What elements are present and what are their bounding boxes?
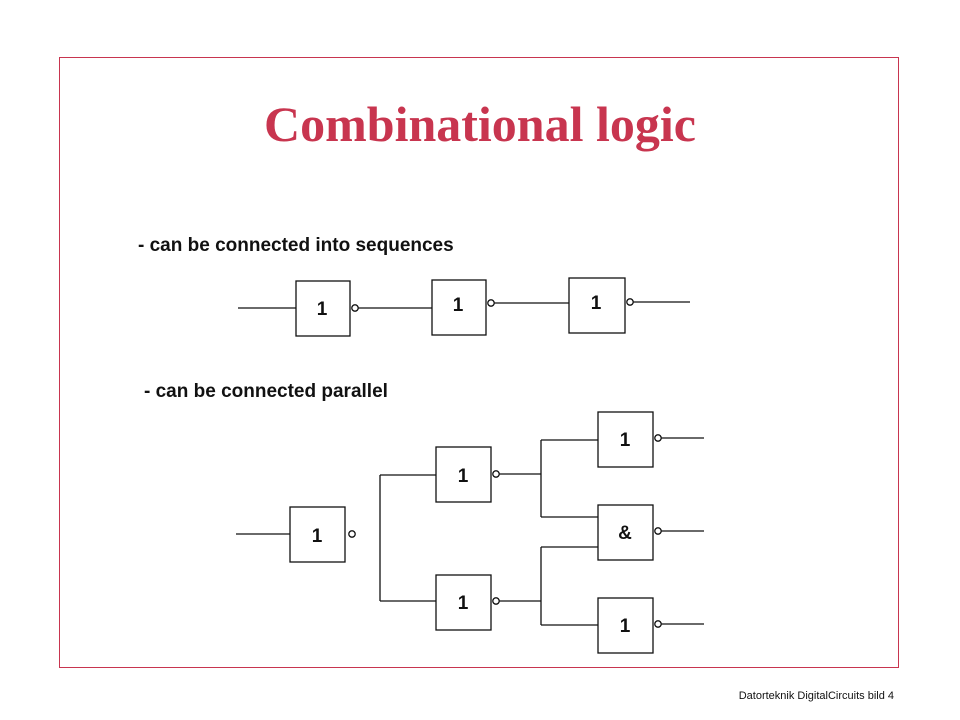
- gate-box: [597, 504, 654, 561]
- slide-footer: Datorteknik DigitalCircuits bild 4: [738, 690, 894, 702]
- gate-box: [435, 574, 492, 631]
- gate-symbol: 1: [591, 293, 602, 314]
- inverter-bubble: [348, 530, 356, 538]
- caption-sequence: - can be connected into sequences: [138, 235, 454, 256]
- inverter-bubble: [351, 304, 359, 312]
- inverter-bubble: [626, 298, 634, 306]
- gate-symbol: 1: [317, 299, 328, 320]
- slide-frame: [59, 57, 899, 668]
- inverter-bubble: [487, 299, 495, 307]
- gate-symbol: 1: [620, 430, 631, 451]
- gate-box: [597, 597, 654, 654]
- parallel-network: [236, 411, 704, 654]
- caption-parallel: - can be connected parallel: [144, 381, 388, 402]
- gate-symbol: 1: [453, 295, 464, 316]
- gate-symbol: 1: [458, 593, 469, 614]
- gate-box: [435, 446, 492, 503]
- gate-symbol: 1: [458, 466, 469, 487]
- gate-symbol: 1: [620, 616, 631, 637]
- gate-box: [295, 280, 351, 337]
- gate-symbol: 1: [312, 526, 323, 547]
- inverter-bubble: [492, 470, 500, 478]
- inverter-bubble: [654, 434, 662, 442]
- sequence-chain: [238, 277, 690, 337]
- gate-box: [597, 411, 654, 468]
- gate-box: [289, 506, 346, 563]
- gate-symbol: &: [618, 523, 632, 544]
- inverter-bubble: [654, 620, 662, 628]
- inverter-bubble: [492, 597, 500, 605]
- gate-box: [431, 279, 487, 336]
- slide-title: Combinational logic: [264, 96, 696, 152]
- gate-box: [568, 277, 626, 334]
- inverter-bubble: [654, 527, 662, 535]
